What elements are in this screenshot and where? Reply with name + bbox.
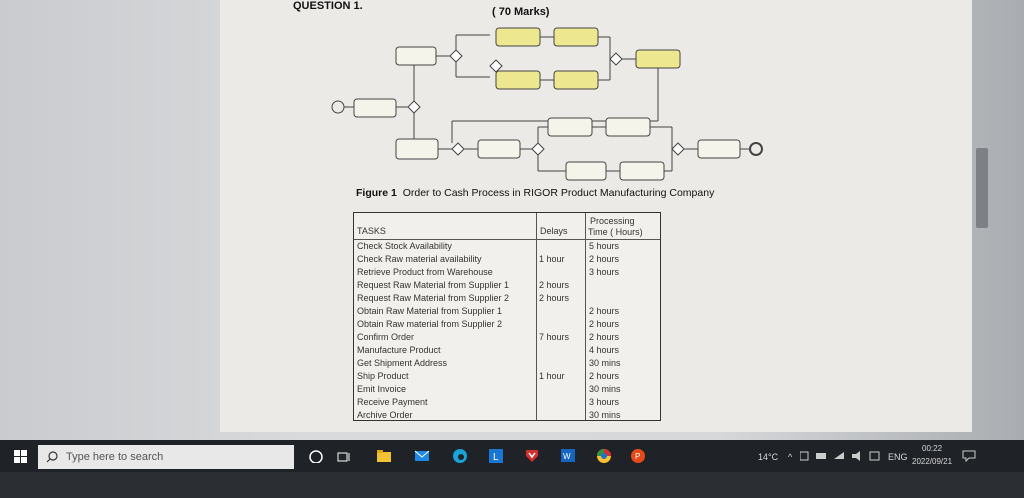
cell-task: Emit Invoice — [357, 384, 407, 394]
cell-task: Receive Payment — [357, 397, 428, 407]
edge-browser-icon[interactable] — [452, 447, 468, 468]
svg-text:W: W — [563, 452, 571, 461]
app-l-icon[interactable]: L — [488, 447, 504, 468]
svg-text:L: L — [493, 452, 499, 463]
header-tasks: TASKS — [357, 226, 386, 236]
weather-temperature[interactable]: 14°C — [758, 452, 779, 462]
cell-delay: 1 hour — [539, 254, 565, 264]
mail-icon[interactable] — [414, 447, 430, 468]
task-request-supplier-2 — [495, 70, 541, 90]
table-row: Emit Invoice 30 mins — [354, 384, 660, 397]
cell-time: 2 hours — [589, 254, 620, 264]
cell-delay: 1 hour — [539, 371, 565, 381]
table-row: Obtain Raw Material from Supplier 1 2 hou… — [354, 306, 660, 319]
search-icon — [46, 451, 58, 463]
monitor-frame-bottom — [0, 472, 1024, 498]
gateway-raw — [449, 49, 463, 63]
task-request-supplier-1 — [495, 27, 541, 47]
question-label: QUESTION 1. — [293, 0, 363, 12]
cell-task: Request Raw Material from Supplier 2 — [357, 293, 510, 303]
cell-task: Confirm Order — [357, 332, 415, 342]
task-emit-invoice — [565, 161, 607, 181]
cell-task: Retrieve Product from Warehouse — [357, 267, 493, 277]
chevron-up-icon[interactable]: ^ — [788, 452, 793, 462]
app-shield-icon[interactable] — [524, 447, 540, 468]
file-explorer-icon[interactable] — [376, 447, 392, 468]
search-placeholder: Type here to search — [66, 451, 164, 463]
cell-delay: 2 hours — [539, 280, 570, 290]
cell-time: 2 hours — [589, 332, 620, 342]
chrome-icon[interactable] — [596, 447, 612, 468]
table-row: Request Raw Material from Supplier 1 2 ho… — [354, 280, 660, 293]
task-confirm-order — [477, 139, 521, 159]
cell-task: Get Shipment Address — [357, 358, 448, 368]
header-time-2: Time ( Hours) — [588, 227, 643, 237]
task-manufacture-product — [635, 49, 681, 69]
task-view-icon[interactable] — [336, 447, 352, 468]
powerpoint-icon[interactable]: P — [630, 447, 646, 468]
cell-time: 2 hours — [589, 306, 620, 316]
cortana-icon[interactable] — [308, 447, 324, 468]
task-ship-product — [605, 117, 651, 137]
table-row: Archive Order 30 mins — [354, 410, 660, 423]
table-row: Check Stock Availability 5 hours — [354, 241, 660, 254]
scrollbar-thumb[interactable] — [976, 148, 988, 228]
table-row: Check Raw material availability 1 hour 2 h… — [354, 254, 660, 267]
task-get-shipment-address — [547, 117, 593, 137]
notifications-icon[interactable] — [962, 450, 976, 464]
marks-label: ( 70 Marks) — [492, 6, 550, 18]
cell-delay: 2 hours — [539, 293, 570, 303]
table-row: Ship Product 1 hour 2 hours — [354, 371, 660, 384]
cell-time: 30 mins — [589, 384, 621, 394]
cell-task: Obtain Raw Material from Supplier 1 — [357, 306, 503, 316]
cell-task: Obtain Raw material from Supplier 2 — [357, 319, 503, 329]
windows-start-icon[interactable] — [14, 450, 28, 464]
task-archive-order — [697, 139, 741, 159]
table-row: Get Shipment Address 30 mins — [354, 358, 660, 371]
taskbar-search-box[interactable]: Type here to search — [38, 445, 294, 469]
table-row: Receive Payment 3 hours — [354, 397, 660, 410]
table-row: Obtain Raw material from Supplier 2 2 hou… — [354, 319, 660, 332]
header-delays: Delays — [540, 226, 568, 236]
table-row: Retrieve Product from Warehouse 3 hours — [354, 267, 660, 280]
cell-time: 3 hours — [589, 397, 620, 407]
task-check-stock — [353, 98, 397, 118]
header-time-1: Processing — [590, 216, 635, 226]
task-times-table: TASKS Delays Processing Time ( Hours) Ch… — [353, 212, 661, 421]
task-obtain-supplier-2 — [553, 70, 599, 90]
cell-task: Ship Product — [357, 371, 409, 381]
gateway-stock — [407, 100, 421, 114]
end-event — [749, 142, 763, 156]
clock-time[interactable]: 00:22 — [922, 444, 943, 453]
table-row: Manufacture Product 4 hours — [354, 345, 660, 358]
start-event — [331, 100, 345, 114]
task-receive-payment — [619, 161, 665, 181]
cell-delay: 7 hours — [539, 332, 570, 342]
word-icon[interactable]: W — [560, 447, 576, 468]
cell-time: 30 mins — [589, 358, 621, 368]
cell-task: Manufacture Product — [357, 345, 441, 355]
svg-text:P: P — [635, 452, 640, 461]
document-page: QUESTION 1. ( 70 Marks) — [220, 0, 972, 432]
cell-time: 3 hours — [589, 267, 620, 277]
cell-time: 5 hours — [589, 241, 620, 251]
cell-task: Check Raw material availability — [357, 254, 482, 264]
cell-task: Request Raw Material from Supplier 1 — [357, 280, 510, 290]
task-obtain-supplier-1 — [553, 27, 599, 47]
tray-icons[interactable] — [799, 450, 880, 464]
cell-time: 2 hours — [589, 371, 620, 381]
cell-time: 30 mins — [589, 410, 621, 420]
figure-caption: Figure 1 Order to Cash Process in RIGOR … — [356, 187, 715, 199]
cell-time: 4 hours — [589, 345, 620, 355]
cell-task: Archive Order — [357, 410, 413, 420]
bpmn-process-diagram — [331, 27, 763, 181]
clock-date[interactable]: 2022/09/21 — [912, 457, 953, 466]
table-row: Request Raw Material from Supplier 2 2 ho… — [354, 293, 660, 306]
cell-time: 2 hours — [589, 319, 620, 329]
language-indicator[interactable]: ENG — [888, 452, 908, 462]
table-row: Confirm Order 7 hours 2 hours — [354, 332, 660, 345]
cell-task: Check Stock Availability — [357, 241, 452, 251]
task-check-raw — [395, 46, 437, 66]
task-retrieve-product — [395, 138, 439, 160]
